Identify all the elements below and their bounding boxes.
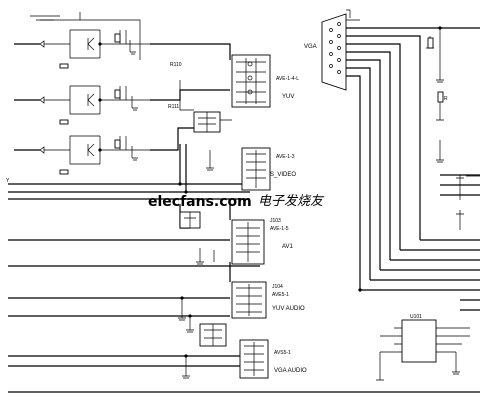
svg-text:U101: U101 xyxy=(410,314,422,320)
yuv-audio-block: J104 AVE5-1 YUV AUDIO xyxy=(8,262,305,333)
watermark-cn: 电子发烧友 xyxy=(258,194,325,209)
av1-label: AV1 xyxy=(282,244,294,250)
av1-block: J103 AVE-1-5 AV1 xyxy=(8,200,294,267)
svg-text:AVE-1-4-L: AVE-1-4-L xyxy=(276,76,299,82)
svideo-label: S_VIDEO xyxy=(270,172,296,178)
vga-audio-label: VGA AUDIO xyxy=(274,368,307,374)
svg-text:AVS5-1: AVS5-1 xyxy=(274,350,291,356)
yuv-input-buffers xyxy=(14,12,150,175)
svg-text:R111: R111 xyxy=(168,104,179,110)
svg-text:Y: Y xyxy=(6,178,10,184)
svg-text:J104: J104 xyxy=(272,284,283,290)
svg-text:AVE-1-5: AVE-1-5 xyxy=(270,226,289,232)
svg-text:AVE5-1: AVE5-1 xyxy=(272,292,289,298)
vga-connector: VGA xyxy=(304,9,360,91)
vga-audio-block: AVS5-1 VGA AUDIO xyxy=(8,323,480,393)
eeprom-ic: U101 xyxy=(376,314,470,381)
svg-text:J103: J103 xyxy=(270,218,281,224)
yuv-audio-label: YUV AUDIO xyxy=(272,306,305,312)
vga-signal-bus: R xyxy=(346,27,480,311)
site-watermark: elecfans.com 电子发烧友 xyxy=(148,194,325,210)
yuv-switch-block: AVE-1-4-L YUV R110 R111 xyxy=(150,43,299,151)
junction-dots xyxy=(98,26,442,358)
watermark-site: elecfans.com xyxy=(148,194,252,210)
svideo-block: AVE-1-3 S_VIDEO Y xyxy=(6,144,296,200)
yuv-label: YUV xyxy=(282,94,294,100)
svg-text:AVE-1-3: AVE-1-3 xyxy=(276,154,295,160)
svg-text:R: R xyxy=(444,96,448,102)
svg-text:R110: R110 xyxy=(170,62,182,68)
vga-label: VGA xyxy=(304,44,317,50)
